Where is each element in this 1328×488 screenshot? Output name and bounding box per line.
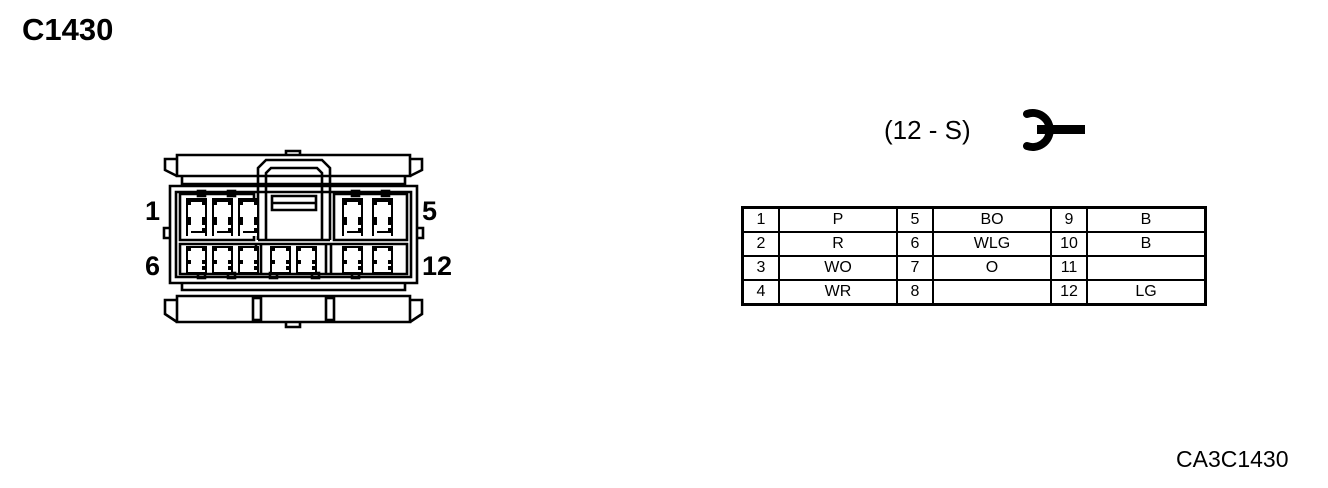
table-row: 3 WO 7 O 11	[741, 255, 1207, 281]
pin-number-cell: 4	[741, 279, 780, 306]
pin-value-cell	[932, 279, 1052, 306]
pin-value-cell: LG	[1086, 279, 1207, 306]
pin-number-cell: 2	[741, 231, 780, 257]
pin-callout-top-left: 1	[145, 196, 161, 226]
pin-number-cell: 8	[896, 279, 934, 306]
terminal-cavities	[186, 198, 393, 273]
pin-number-cell: 9	[1050, 206, 1088, 233]
page-title: C1430	[22, 12, 114, 47]
connector-type-legend: (12 - S)	[884, 108, 1089, 152]
pin-number-cell: 6	[896, 231, 934, 257]
pin-value-cell: BO	[932, 206, 1052, 233]
pin-value-cell: P	[778, 206, 898, 233]
pin-value-cell: B	[1086, 231, 1207, 257]
pin-number-cell: 11	[1050, 255, 1088, 281]
pin-number-cell: 3	[741, 255, 780, 281]
pin-callout-bottom-left: 6	[145, 251, 161, 281]
pin-value-cell: O	[932, 255, 1052, 281]
pin-value-cell: B	[1086, 206, 1207, 233]
connector-type-label: (12 - S)	[884, 115, 971, 145]
pin-number-cell: 1	[741, 206, 780, 233]
pin-value-cell: WR	[778, 279, 898, 306]
table-row: 2 R 6 WLG 10 B	[741, 231, 1207, 257]
pin-value-cell	[1086, 255, 1207, 281]
pin-number-cell: 10	[1050, 231, 1088, 257]
pin-value-cell: WO	[778, 255, 898, 281]
document-reference-code: CA3C1430	[1176, 446, 1289, 472]
connector-diagram: 1 6 5 12	[140, 140, 480, 335]
table-row: 1 P 5 BO 9 B	[741, 206, 1207, 233]
pin-value-cell: R	[778, 231, 898, 257]
pin-number-cell: 12	[1050, 279, 1088, 306]
pin-number-cell: 5	[896, 206, 934, 233]
connector-body-drawing	[162, 149, 425, 329]
pin-assignment-table: 1 P 5 BO 9 B 2 R 6 WLG 10 B 3 WO 7 O 11 …	[741, 206, 1207, 306]
pin-callout-top-right: 5	[422, 196, 438, 226]
pin-number-cell: 7	[896, 255, 934, 281]
pin-callout-bottom-right: 12	[422, 251, 453, 281]
table-row: 4 WR 8 12 LG	[741, 279, 1207, 306]
male-blade-terminal-symbol	[1022, 109, 1085, 151]
pin-value-cell: WLG	[932, 231, 1052, 257]
